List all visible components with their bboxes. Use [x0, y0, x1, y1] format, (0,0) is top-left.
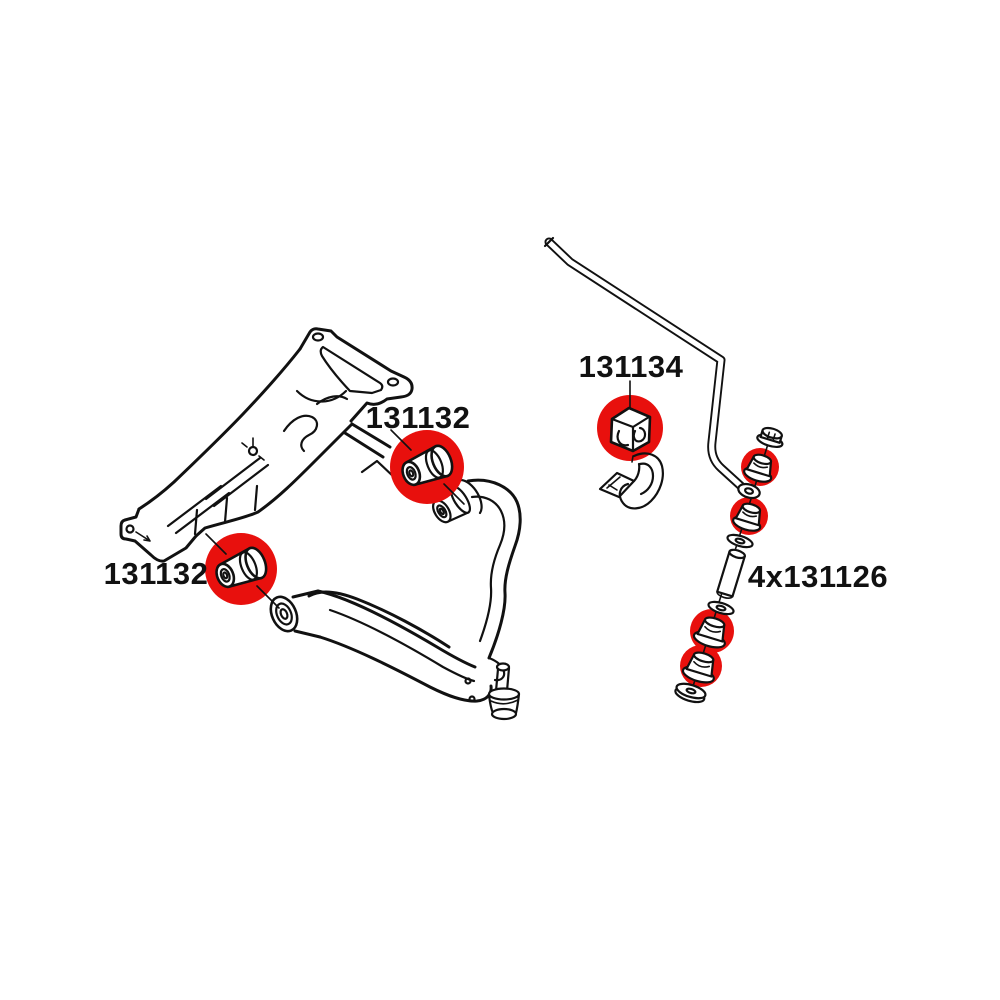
stab-bracket-drawing	[598, 452, 664, 510]
link-top-nut	[756, 426, 784, 449]
subframe-crossmember-drawing	[119, 327, 414, 563]
link-washer	[707, 600, 735, 616]
drain-hole	[247, 445, 259, 457]
subframe-bushing-upper-drawing	[401, 444, 454, 487]
bar-eye-end	[737, 482, 761, 500]
link-bushing	[732, 502, 762, 532]
link-washer	[726, 533, 754, 549]
leader-line	[205, 533, 280, 609]
stabilizer-link-drawing	[674, 430, 773, 704]
link-washer	[674, 682, 707, 704]
stab-bushing-block-drawing	[609, 380, 652, 453]
link-bushing	[681, 651, 715, 684]
bolt-hole	[386, 377, 400, 387]
link-spacer-tube	[716, 548, 746, 599]
bar-tip-end	[543, 236, 555, 248]
part-number-label-131132-upper: 131132	[366, 400, 471, 435]
part-number-label-131132-lower: 131132	[104, 556, 209, 591]
bolt-hole	[311, 332, 325, 342]
link-bushing	[743, 453, 773, 483]
subframe-bushing-lower-drawing	[215, 546, 268, 589]
bolt-hole	[125, 524, 135, 534]
link-bushing	[692, 616, 726, 649]
ball-joint	[487, 656, 521, 721]
control-arm-drawing	[269, 478, 522, 721]
stabilizer-bar-drawing	[543, 236, 784, 500]
leader-line	[390, 429, 465, 505]
part-number-label-4x131126: 4x131126	[748, 559, 888, 594]
part-number-label-131134: 131134	[579, 349, 684, 384]
